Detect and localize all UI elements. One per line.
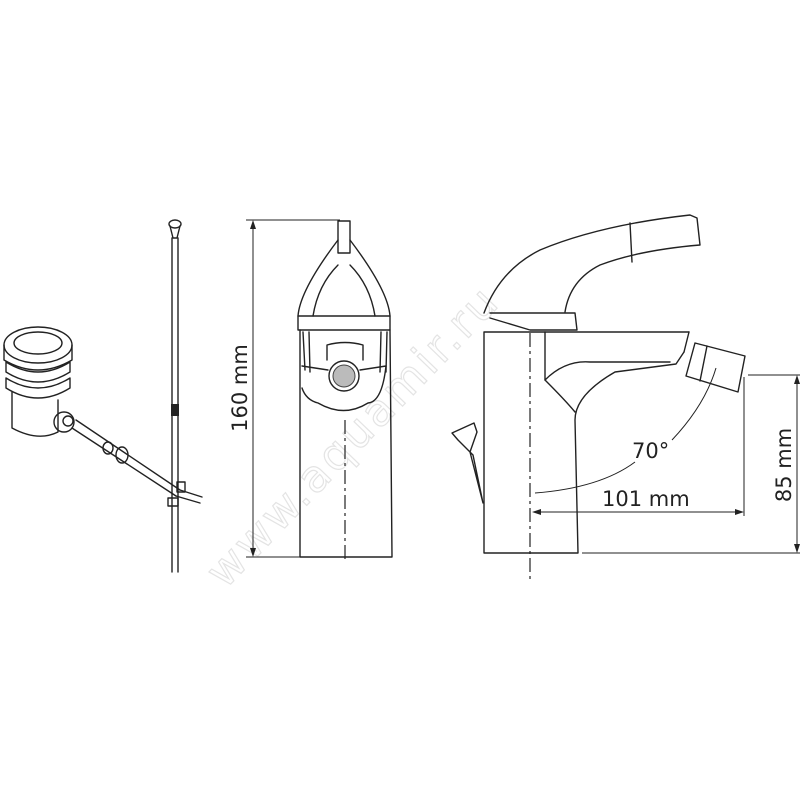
lift-rod [167,219,186,573]
angle-dimension: 70° [534,367,717,494]
reach-label: 101 mm [602,487,690,511]
angle-label: 70° [632,439,669,463]
spout-height-label: 85 mm [772,428,796,502]
popup-waste-assembly [3,326,203,504]
height-dimension: 160 mm [228,219,340,558]
faucet-front-view [297,220,393,560]
spout-height-dimension: 85 mm [582,374,800,554]
height-label: 160 mm [228,344,252,432]
faucet-side-view [451,214,746,580]
watermark: www.aquamir.ru [196,275,510,597]
reach-dimension: 101 mm [532,377,745,516]
